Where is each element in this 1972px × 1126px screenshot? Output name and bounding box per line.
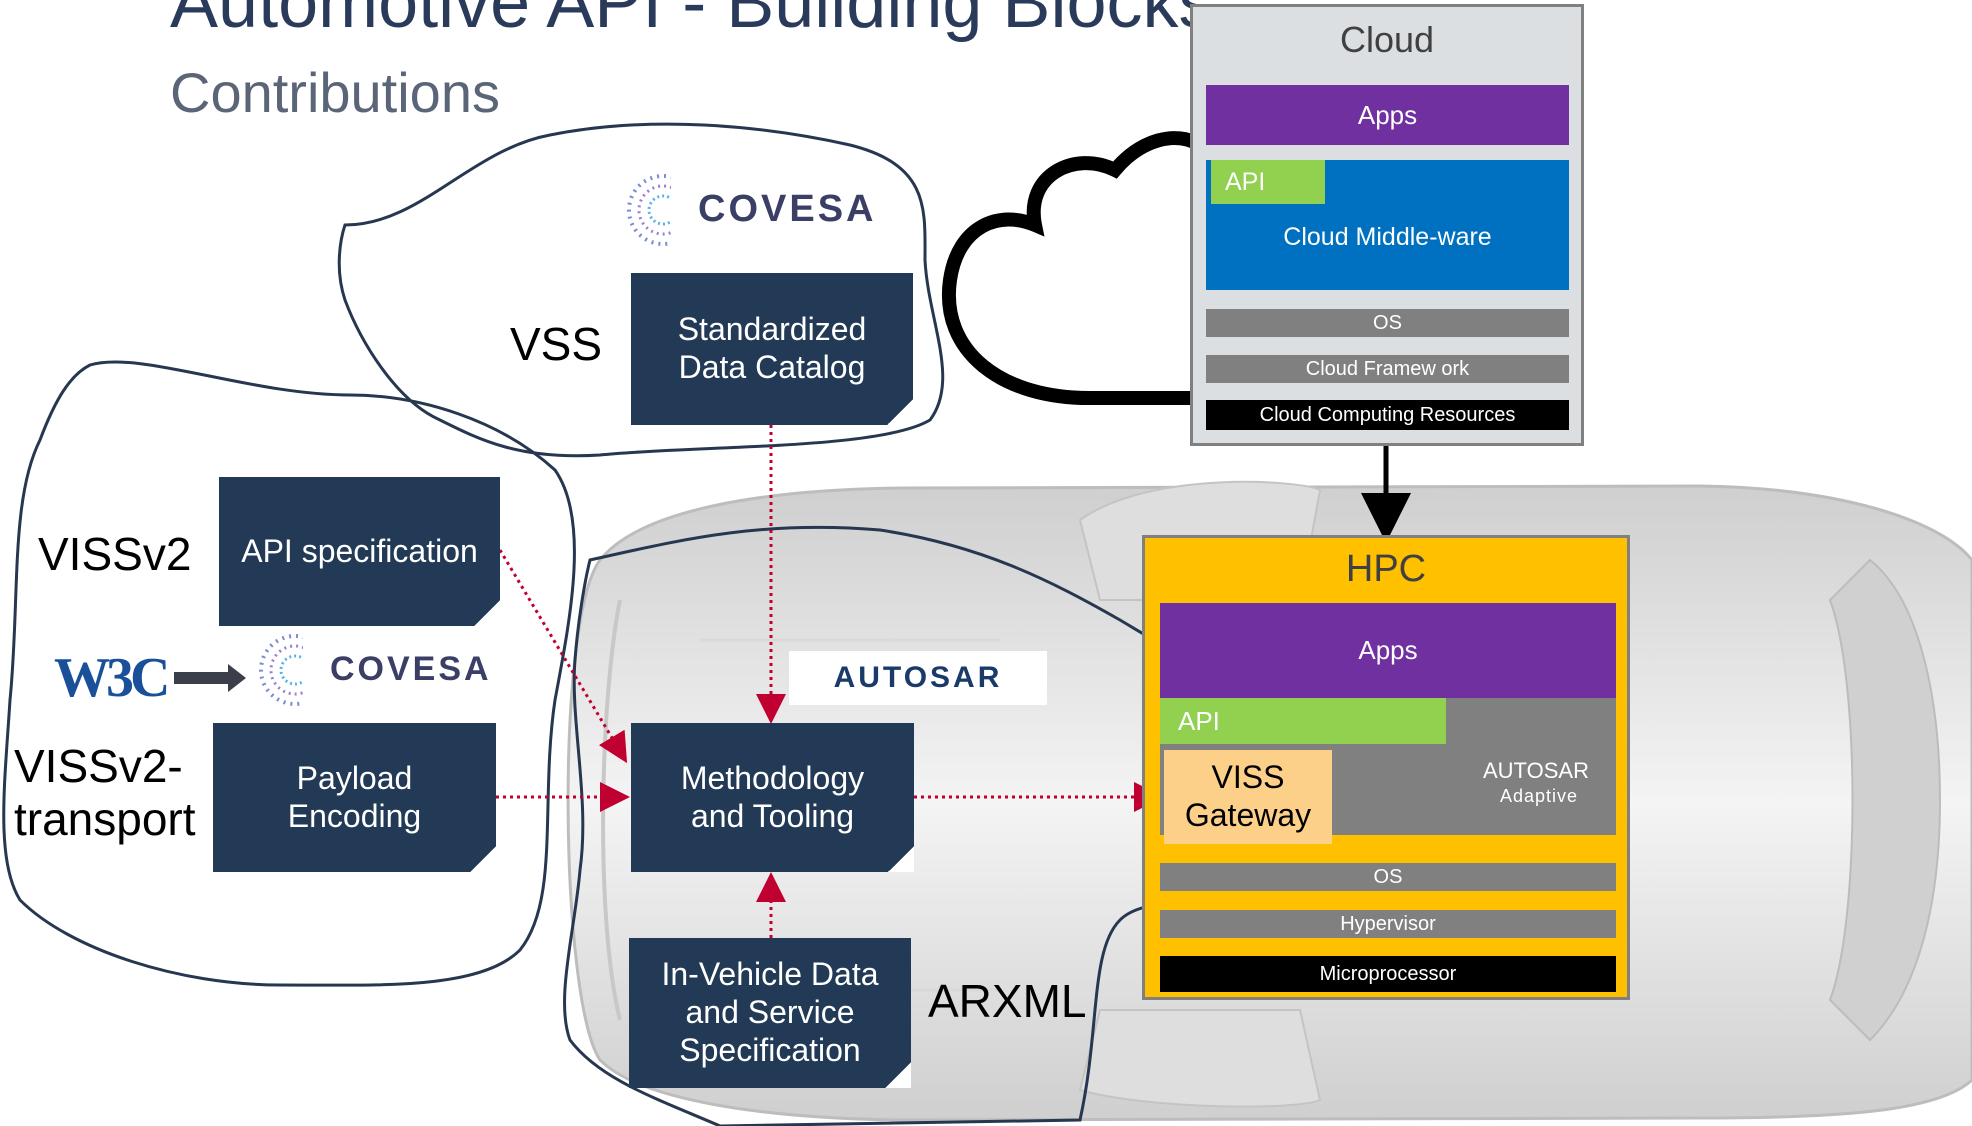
hpc-api-layer: API bbox=[1160, 698, 1446, 744]
hpc-api-label: API bbox=[1178, 705, 1220, 736]
hpc-adaptive-label: Adaptive bbox=[1500, 786, 1579, 806]
box-api-specification-text: API specification bbox=[241, 532, 478, 569]
hpc-os-label: OS bbox=[1373, 865, 1403, 888]
hpc-stack-title: HPC bbox=[1345, 548, 1427, 590]
label-vissv2: VISSv2 bbox=[38, 528, 192, 580]
label-arxml: ARXML bbox=[928, 975, 1087, 1027]
hpc-microprocessor-layer: Microprocessor bbox=[1160, 956, 1616, 992]
cloud-apps-layer: Apps bbox=[1206, 85, 1569, 145]
box-in-vehicle-data-specification-text: In-Vehicle Data and Service Specificatio… bbox=[661, 956, 879, 1068]
cloud-stack: Cloud Apps Cloud Middle-ware API OS Clou… bbox=[1190, 4, 1584, 446]
cloud-os-layer: OS bbox=[1206, 309, 1569, 337]
label-vss: VSS bbox=[510, 318, 603, 370]
arrowhead-w3c-to-covesa bbox=[228, 664, 246, 692]
box-payload-encoding: Payload Encoding bbox=[213, 723, 496, 872]
cloud-framework-label: Cloud Framew ork bbox=[1305, 357, 1470, 380]
label-vissv2-transport: VISSv2- transport bbox=[14, 740, 196, 846]
covesa-logo-mark-left bbox=[259, 630, 335, 710]
cloud-resources-layer: Cloud Computing Resources bbox=[1206, 400, 1569, 430]
hpc-microprocessor-label: Microprocessor bbox=[1319, 962, 1457, 985]
hpc-hypervisor-layer: Hypervisor bbox=[1160, 910, 1616, 938]
fold-corner bbox=[887, 399, 913, 425]
fold-corner bbox=[474, 600, 500, 626]
box-methodology-and-tooling: Methodology and Tooling bbox=[631, 723, 914, 872]
slide-subtitle: Contributions bbox=[170, 61, 500, 124]
cloud-os-label: OS bbox=[1373, 311, 1402, 334]
box-standardized-data-catalog: Standardized Data Catalog bbox=[631, 273, 913, 425]
cloud-shape bbox=[941, 131, 1207, 406]
autosar-region bbox=[563, 525, 1327, 1126]
cloud-framework-layer: Cloud Framew ork bbox=[1206, 355, 1569, 383]
cloud-middleware-label: Cloud Middle-ware bbox=[1283, 222, 1492, 251]
w3c-logo: W3C bbox=[54, 647, 170, 709]
covesa-logo-left: COVESA bbox=[330, 650, 492, 688]
hpc-apps-layer: Apps bbox=[1160, 603, 1616, 698]
box-methodology-and-tooling-text: Methodology and Tooling bbox=[680, 759, 865, 834]
fold-corner bbox=[470, 846, 496, 872]
box-standardized-data-catalog-text: Standardized Data Catalog bbox=[677, 311, 867, 385]
viss-gateway-box: VISS Gateway bbox=[1164, 750, 1332, 844]
hpc-stack: HPC Apps API VISS Gateway AUTOSAR Adapti… bbox=[1142, 535, 1630, 1000]
hpc-autosar-label: AUTOSAR bbox=[1483, 758, 1589, 783]
box-payload-encoding-text: Payload Encoding bbox=[287, 759, 422, 834]
cloud-resources-label: Cloud Computing Resources bbox=[1259, 403, 1516, 426]
viss-gateway-label: VISS Gateway bbox=[1184, 759, 1312, 833]
fold-corner bbox=[888, 846, 914, 872]
slide-title: Automotive API - Building Blocks bbox=[170, 0, 1215, 43]
vissv2-region bbox=[2, 360, 576, 987]
box-in-vehicle-data-specification: In-Vehicle Data and Service Specificatio… bbox=[629, 938, 911, 1088]
box-api-specification: API specification bbox=[219, 477, 500, 626]
covesa-logo-mark-top bbox=[627, 170, 703, 250]
autosar-logo: AUTOSAR bbox=[789, 651, 1047, 705]
cloud-apps-label: Apps bbox=[1357, 99, 1418, 130]
cloud-api-layer: API bbox=[1211, 160, 1325, 204]
hpc-os-layer: OS bbox=[1160, 863, 1616, 891]
covesa-logo-top: COVESA bbox=[698, 188, 877, 230]
arrow-apispec-to-methodology bbox=[498, 549, 628, 764]
cloud-stack-title: Cloud bbox=[1339, 19, 1435, 60]
cloud-api-label: API bbox=[1225, 167, 1266, 196]
fold-corner bbox=[885, 1062, 911, 1088]
hpc-apps-label: Apps bbox=[1358, 635, 1418, 665]
hpc-hypervisor-label: Hypervisor bbox=[1340, 912, 1436, 935]
